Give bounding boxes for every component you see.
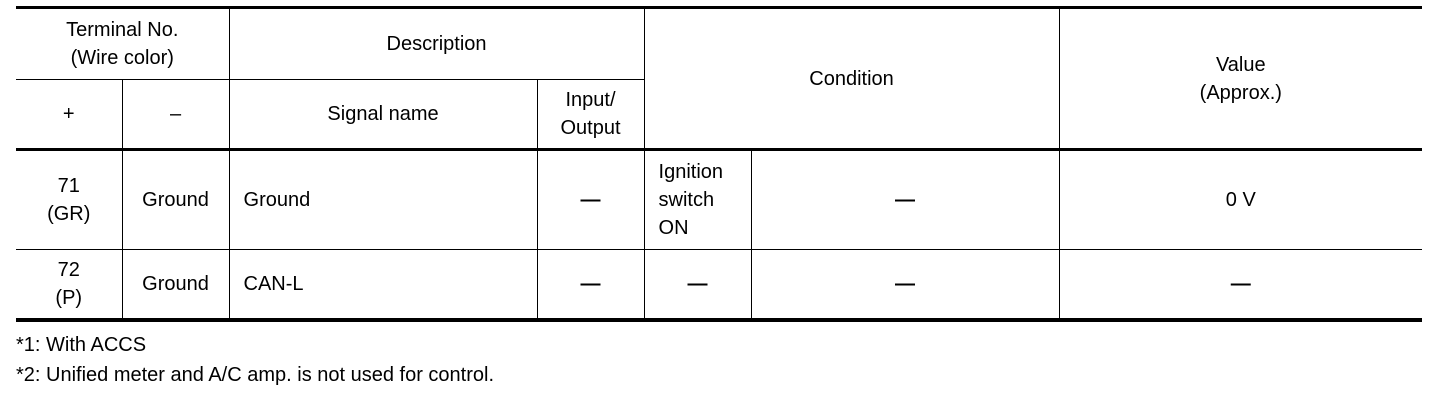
terminal-no-header: Terminal No. (Wire color) xyxy=(16,6,230,80)
condition-cell-1: — xyxy=(643,249,752,322)
value-cell: 0 V xyxy=(1058,148,1423,250)
description-header: Description xyxy=(228,6,645,80)
wire-color: (P) xyxy=(55,286,83,309)
terminal-cell: 71 (GR) xyxy=(16,148,123,250)
input-output-cell: — xyxy=(536,148,645,250)
output-label: Output xyxy=(560,117,621,139)
wire-color: (GR) xyxy=(47,203,91,225)
terminal-number: 72 xyxy=(57,258,80,281)
plus-header: + xyxy=(16,79,123,150)
value-header: Value (Approx.) xyxy=(1058,6,1423,150)
table-row: 71 (GR) Ground Ground — Ignition switch … xyxy=(16,148,1423,250)
signal-name-cell: CAN-L xyxy=(228,249,538,322)
header-row-1: Terminal No. (Wire color) Description Co… xyxy=(16,6,1423,150)
footnotes: *1: With ACCS *2: Unified meter and A/C … xyxy=(16,330,494,390)
condition-cell-2: — xyxy=(750,249,1060,322)
value-approx-label: (Approx.) xyxy=(1199,81,1282,104)
terminal-spec-table: Terminal No. (Wire color) Description Co… xyxy=(16,6,1423,322)
minus-cell: Ground xyxy=(121,148,230,250)
minus-cell: Ground xyxy=(121,249,230,322)
terminal-cell: 72 (P) xyxy=(16,249,123,322)
terminal-no-label: Terminal No. xyxy=(66,19,179,41)
input-output-cell: — xyxy=(536,249,645,322)
signal-name-cell: Ground xyxy=(228,148,538,250)
condition-cell-2: — xyxy=(750,148,1060,250)
condition-cell-1: Ignition switch ON xyxy=(643,148,752,250)
signal-name-header: Signal name xyxy=(228,79,538,150)
footnote-1: *1: With ACCS xyxy=(16,334,147,356)
condition-line-1: Ignition xyxy=(658,161,724,183)
input-label: Input/ xyxy=(565,89,616,111)
table-row: 72 (P) Ground CAN-L — — — — xyxy=(16,249,1423,322)
header-row-2: + – Signal name Input/ Output xyxy=(16,79,1422,150)
value-cell: — xyxy=(1058,249,1423,322)
condition-line-2: switch xyxy=(658,189,715,211)
terminal-number: 71 xyxy=(57,175,80,197)
value-label: Value xyxy=(1215,53,1266,76)
minus-header: – xyxy=(121,79,230,150)
condition-header: Condition xyxy=(643,6,1060,150)
condition-line-3: ON xyxy=(658,217,689,239)
footnote-2: *2: Unified meter and A/C amp. is not us… xyxy=(16,364,495,386)
input-output-header: Input/ Output xyxy=(536,79,645,150)
wire-color-label: (Wire color) xyxy=(70,47,174,69)
